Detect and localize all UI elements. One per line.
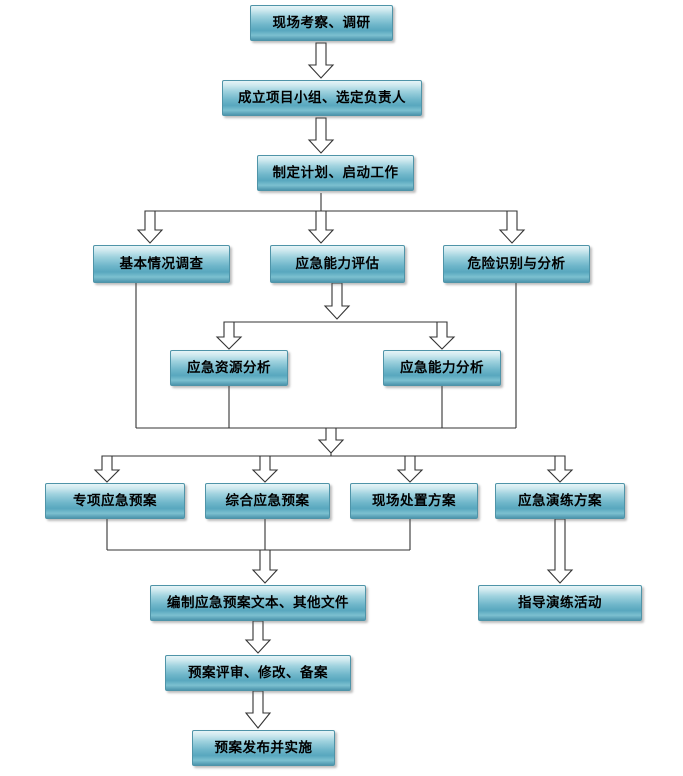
node-guide-drill-activities[interactable]: 指导演练活动 — [478, 585, 642, 621]
node-label: 应急能力评估 — [295, 255, 380, 272]
node-hazard-identification-analysis[interactable]: 危险识别与分析 — [443, 245, 590, 283]
edge-n1-n2 — [307, 42, 335, 79]
node-label: 制定计划、启动工作 — [272, 164, 399, 181]
edge-n15-n16 — [244, 690, 272, 729]
node-label: 现场考察、调研 — [272, 14, 371, 31]
node-label: 应急资源分析 — [187, 359, 271, 376]
node-label: 综合应急预案 — [225, 492, 310, 509]
edge-n3-row3 — [136, 193, 526, 244]
node-label: 指导演练活动 — [518, 594, 602, 611]
node-label: 应急演练方案 — [518, 492, 602, 509]
node-emergency-capability-analysis[interactable]: 应急能力分析 — [383, 350, 501, 386]
edge-n13-n15 — [244, 620, 272, 654]
node-site-survey[interactable]: 现场考察、调研 — [250, 5, 393, 41]
node-plan-review-revise-file[interactable]: 预案评审、修改、备案 — [165, 655, 351, 691]
node-label: 预案发布并实施 — [214, 739, 313, 756]
edge-merge1-row5 — [93, 453, 574, 483]
node-special-emergency-plan[interactable]: 专项应急预案 — [45, 483, 185, 519]
node-label: 现场处置方案 — [372, 492, 456, 509]
node-label: 应急能力分析 — [400, 359, 484, 376]
node-make-plan-start-work[interactable]: 制定计划、启动工作 — [257, 155, 414, 191]
node-emergency-resource-analysis[interactable]: 应急资源分析 — [170, 350, 288, 386]
node-label: 基本情况调查 — [119, 255, 204, 272]
node-emergency-drill-plan[interactable]: 应急演练方案 — [495, 483, 625, 519]
node-label: 成立项目小组、选定负责人 — [238, 89, 406, 106]
edge-n12-n14 — [546, 518, 574, 584]
node-label: 危险识别与分析 — [467, 255, 566, 272]
edge-row5-n13 — [106, 519, 411, 584]
node-onsite-disposal-plan[interactable]: 现场处置方案 — [350, 483, 478, 519]
edge-n5-row4 — [215, 282, 456, 350]
edge-n2-n3 — [307, 117, 335, 154]
node-comprehensive-emergency-plan[interactable]: 综合应急预案 — [205, 483, 330, 519]
node-compile-plan-documents[interactable]: 编制应急预案文本、其他文件 — [150, 585, 366, 621]
node-emergency-capability-assessment[interactable]: 应急能力评估 — [270, 245, 405, 283]
node-label: 预案评审、修改、备案 — [188, 664, 328, 681]
node-label: 专项应急预案 — [73, 492, 157, 509]
node-basic-situation-survey[interactable]: 基本情况调查 — [93, 245, 230, 283]
edge-collect-merge1 — [135, 283, 517, 454]
node-plan-release-implement[interactable]: 预案发布并实施 — [192, 730, 335, 766]
node-form-project-team[interactable]: 成立项目小组、选定负责人 — [222, 80, 422, 116]
node-label: 编制应急预案文本、其他文件 — [167, 594, 349, 611]
